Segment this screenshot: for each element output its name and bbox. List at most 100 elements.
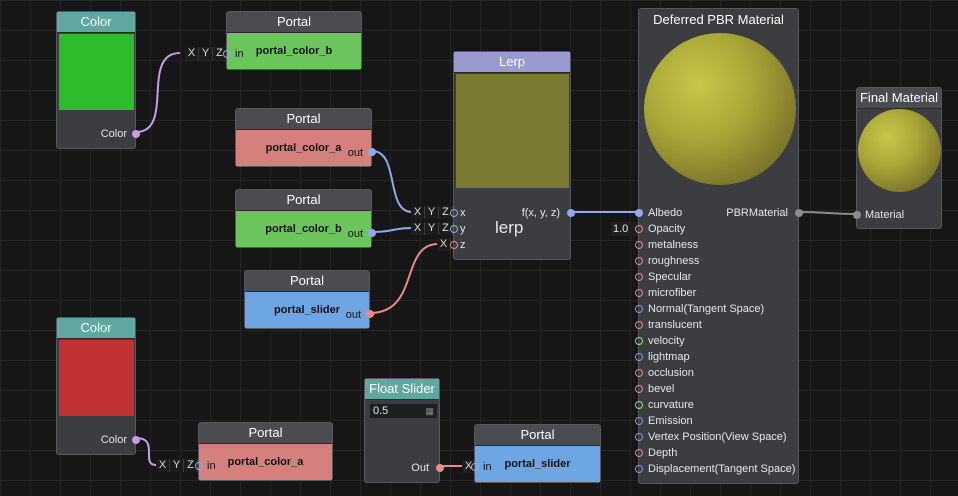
final-material-node[interactable]: Final Material Material: [853, 87, 942, 229]
swizzle-selector[interactable]: X Y Z: [156, 459, 198, 472]
pbr-input-pin[interactable]: [635, 321, 643, 329]
swizzle-y[interactable]: Y: [170, 459, 184, 472]
input-label-x: x: [460, 207, 466, 219]
swizzle-x[interactable]: X: [156, 459, 170, 472]
portal-name: portal_color_a: [199, 444, 332, 480]
pbr-input-label: Depth: [648, 447, 678, 459]
pbr-input-label: Vertex Position(View Space): [648, 431, 787, 443]
pbr-input-pin[interactable]: [635, 417, 643, 425]
output-pin[interactable]: [366, 310, 374, 318]
input-label: in: [483, 461, 492, 473]
swizzle-x[interactable]: X: [185, 47, 199, 60]
swizzle-y[interactable]: Y: [425, 206, 439, 219]
opacity-value[interactable]: 1.0: [611, 222, 638, 236]
node-title: Float Slider: [365, 379, 439, 400]
pbr-input-pin[interactable]: [635, 257, 643, 265]
function-label: lerp: [495, 218, 524, 237]
node-title: Portal: [199, 423, 332, 444]
node-title: Color: [57, 318, 135, 339]
pbr-input-pin[interactable]: [635, 369, 643, 377]
pbr-input-pin[interactable]: [635, 337, 643, 345]
pbr-material-node[interactable]: Deferred PBR Material PBRMaterial Albedo…: [635, 8, 803, 484]
input-pin-x[interactable]: [450, 209, 458, 217]
portal-node-top[interactable]: Portal portal_color_b in: [223, 11, 362, 70]
output-pin[interactable]: [132, 130, 140, 138]
swizzle-y[interactable]: Y: [199, 47, 213, 60]
pbr-input-pin[interactable]: [635, 225, 643, 233]
portal-node-bottom-a[interactable]: Portal portal_color_a in: [195, 422, 333, 481]
output-pin[interactable]: [368, 148, 376, 156]
color-swatch-red[interactable]: [59, 340, 134, 416]
color-swatch-green[interactable]: [59, 34, 134, 110]
pbr-input-pin[interactable]: [635, 353, 643, 361]
output-label: f(x, y, z): [521, 207, 560, 219]
float-slider-node[interactable]: Float Slider 0.5 ▦ Out: [364, 378, 444, 483]
portal-name: portal_color_a: [236, 130, 371, 166]
pbr-input-label: Displacement(Tangent Space): [648, 463, 796, 475]
output-label: Out: [411, 462, 429, 474]
swizzle-x[interactable]: X: [411, 222, 425, 235]
pbr-input-label: Emission: [648, 415, 693, 427]
pbr-input-pin[interactable]: [635, 449, 643, 457]
pbr-input-label: Specular: [648, 271, 692, 283]
swizzle-y-input[interactable]: X Y Z: [411, 222, 453, 235]
portal-node-color-b[interactable]: Portal portal_color_b out: [235, 189, 376, 248]
pbr-input-pin[interactable]: [635, 465, 643, 473]
node-title: Portal: [227, 12, 361, 33]
pbr-input-pin[interactable]: [635, 385, 643, 393]
output-pin[interactable]: [368, 229, 376, 237]
lerp-node[interactable]: Lerp lerp f(x, y, z) x y z: [450, 51, 575, 260]
node-title: Color: [57, 12, 135, 33]
portal-name: portal_slider: [245, 292, 369, 328]
output-pin[interactable]: [436, 464, 444, 472]
portal-node-color-a[interactable]: Portal portal_color_a out: [235, 108, 376, 167]
slider-value: 0.5: [373, 405, 389, 417]
pbr-input-label: occlusion: [648, 367, 694, 379]
swizzle-selector[interactable]: X Y Z: [185, 47, 227, 60]
material-preview-sphere: [644, 33, 796, 185]
output-pin[interactable]: [567, 209, 575, 217]
input-pin-z[interactable]: [450, 241, 458, 249]
pbr-input-label: translucent: [648, 319, 702, 331]
node-title: Final Material: [857, 88, 941, 109]
output-label: out: [347, 228, 363, 240]
pbr-input-pin[interactable]: [635, 241, 643, 249]
swizzle-x-input[interactable]: X Y Z: [411, 206, 453, 219]
output-pin[interactable]: [795, 209, 803, 217]
slider-value-field[interactable]: 0.5 ▦: [370, 404, 437, 418]
output-label: out: [347, 147, 363, 159]
node-title: Portal: [245, 271, 369, 292]
drag-handle-icon[interactable]: ▦: [425, 406, 434, 416]
node-title: Portal: [236, 190, 371, 211]
pbr-input-pin[interactable]: [635, 305, 643, 313]
color-node-top[interactable]: Color Color: [56, 11, 140, 149]
pbr-input-pin[interactable]: [635, 289, 643, 297]
pbr-input-label: Normal(Tangent Space): [648, 303, 765, 315]
swizzle-x[interactable]: X: [437, 238, 451, 251]
portal-name: portal_color_b: [236, 211, 371, 247]
pbr-input-pin[interactable]: [635, 433, 643, 441]
pbr-input-label: roughness: [648, 255, 700, 267]
pbr-input-pin[interactable]: [635, 273, 643, 281]
input-pin[interactable]: [471, 463, 479, 471]
node-title: Portal: [236, 109, 371, 130]
pbr-input-label: Opacity: [648, 223, 686, 235]
pbr-input-pin[interactable]: [635, 209, 643, 217]
output-pin[interactable]: [132, 436, 140, 444]
input-pin-y[interactable]: [450, 225, 458, 233]
lerp-preview: [456, 74, 569, 188]
swizzle-z-input[interactable]: X: [437, 238, 451, 251]
swizzle-x[interactable]: X: [411, 206, 425, 219]
color-node-bottom[interactable]: Color Color: [56, 317, 140, 455]
input-pin[interactable]: [195, 462, 203, 470]
portal-node-bottom-slider[interactable]: Portal portal_slider in: [471, 424, 601, 483]
input-label: Material: [865, 209, 905, 221]
input-label-z: z: [460, 239, 466, 251]
input-pin[interactable]: [223, 50, 231, 58]
pbr-input-label: curvature: [648, 399, 694, 411]
input-pin[interactable]: [853, 211, 861, 219]
pbr-input-pin[interactable]: [635, 401, 643, 409]
pbr-input-label: microfiber: [648, 287, 697, 299]
swizzle-y[interactable]: Y: [425, 222, 439, 235]
portal-node-slider[interactable]: Portal portal_slider out: [244, 270, 374, 329]
